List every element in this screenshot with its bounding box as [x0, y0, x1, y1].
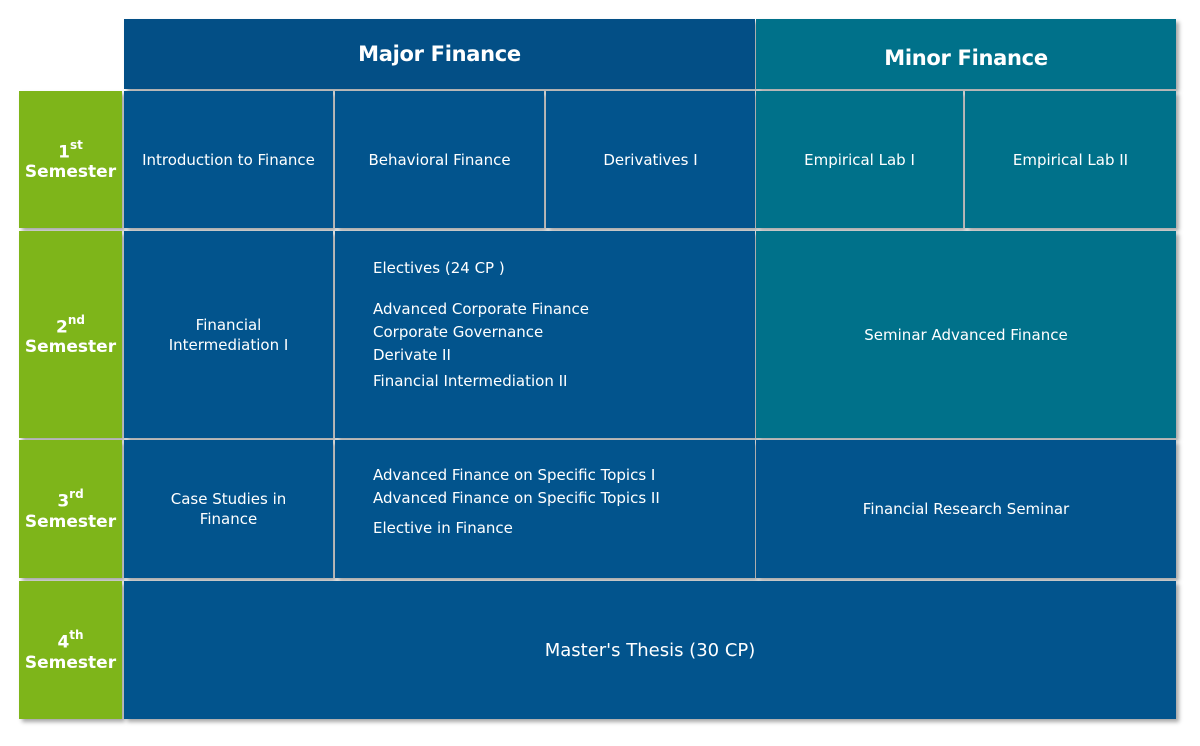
course-case-studies-in-finance: Case Studies in Finance	[124, 440, 333, 578]
course-financial-research-seminar: Financial Research Seminar	[756, 440, 1176, 578]
semester-3-label: 3rd Semester	[19, 440, 122, 578]
semester-1-number: 1	[58, 142, 70, 163]
course-behavioral-finance: Behavioral Finance	[335, 91, 544, 228]
major-finance-header: Major Finance	[124, 19, 755, 89]
semester-4-suffix: th	[69, 628, 84, 643]
masters-thesis: Master's Thesis (30 CP)	[124, 581, 1176, 719]
course-empirical-lab-i: Empirical Lab I	[756, 91, 963, 228]
course-label: Derivatives I	[603, 150, 698, 169]
course-introduction-to-finance: Introduction to Finance	[124, 91, 333, 228]
course-label: Seminar Advanced Finance	[864, 325, 1068, 344]
course-financial-intermediation-i: Financial Intermediation I	[124, 231, 333, 438]
semester-3-suffix: rd	[69, 487, 84, 502]
course-label: Financial Research Seminar	[862, 500, 1070, 518]
course-seminar-advanced-finance: Seminar Advanced Finance	[756, 231, 1176, 438]
course-label: Empirical Lab I	[804, 150, 915, 169]
semester-1-text: Semester	[24, 162, 117, 183]
semester-4-text: Semester	[24, 652, 117, 673]
elective-item: Corporate Governance	[373, 323, 544, 341]
semester-4-number: 4	[57, 632, 70, 653]
semester-3-text: Semester	[24, 511, 117, 532]
semester-1-suffix: st	[69, 137, 83, 152]
elective-item: Financial Intermediation II	[373, 372, 568, 390]
elective-item: Advanced Corporate Finance	[373, 300, 589, 318]
topic-item: Elective in Finance	[373, 519, 513, 537]
thesis-label: Master's Thesis (30 CP)	[544, 639, 756, 661]
semester-2-text: Semester	[24, 337, 117, 358]
semester-2-suffix: nd	[67, 312, 85, 327]
specific-topics-block: Advanced Finance on Specific Topics I Ad…	[335, 440, 755, 578]
course-label: Financial Intermediation I	[168, 315, 289, 354]
minor-finance-header: Minor Finance	[756, 19, 1176, 89]
semester-3-number: 3	[57, 491, 70, 512]
course-empirical-lab-ii: Empirical Lab II	[965, 91, 1176, 228]
elective-item: Derivate II	[373, 346, 451, 364]
topic-item: Advanced Finance on Specific Topics I	[373, 466, 656, 484]
topic-item: Advanced Finance on Specific Topics II	[373, 489, 660, 507]
course-label: Case Studies in Finance	[170, 490, 287, 528]
semester-1-label: 1st Semester	[19, 91, 122, 228]
course-label: Introduction to Finance	[142, 150, 315, 169]
course-label: Behavioral Finance	[368, 150, 511, 169]
semester-4-label: 4th Semester	[19, 581, 122, 719]
semester-2-number: 2	[56, 317, 68, 338]
major-finance-label: Major Finance	[358, 42, 521, 66]
minor-finance-label: Minor Finance	[884, 46, 1048, 70]
course-label: Empirical Lab II	[1012, 150, 1129, 169]
course-derivatives-i: Derivatives I	[546, 91, 755, 228]
semester-2-label: 2nd Semester	[19, 231, 122, 438]
electives-block: Electives (24 CP ) Advanced Corporate Fi…	[335, 231, 755, 438]
electives-title: Electives (24 CP )	[373, 259, 505, 277]
